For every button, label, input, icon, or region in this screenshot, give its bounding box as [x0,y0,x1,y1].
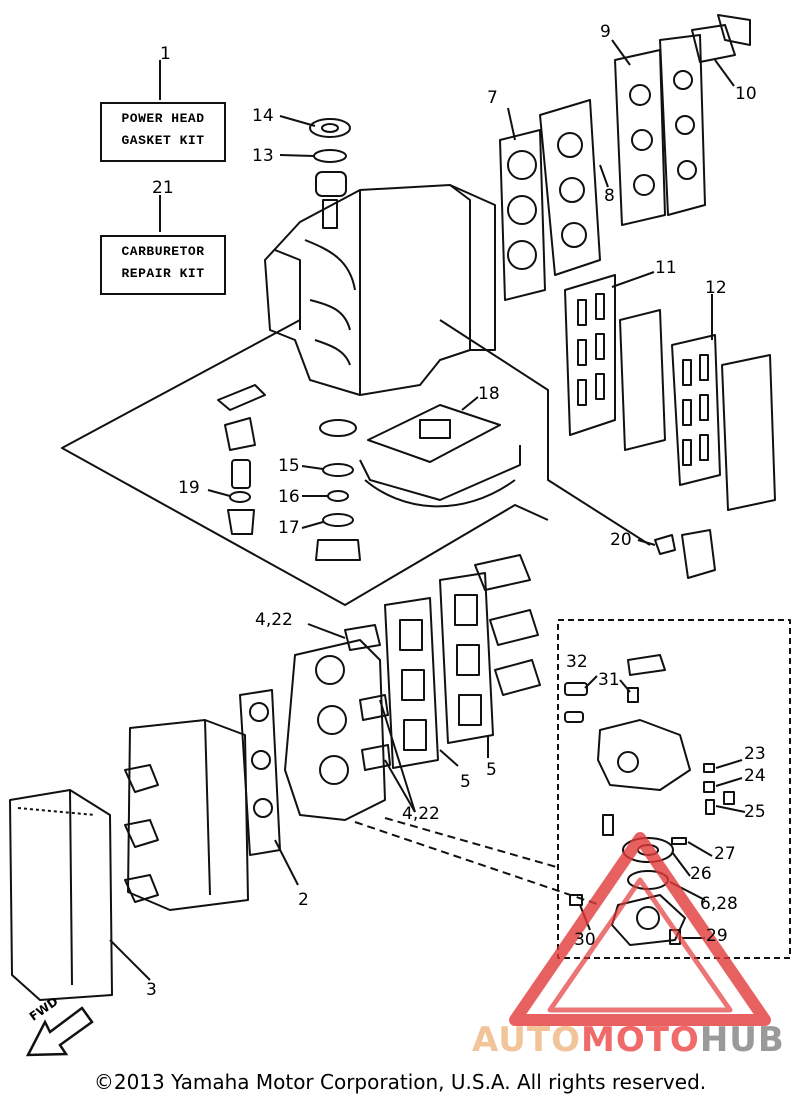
screw-32b [564,711,584,723]
seal-15 [322,463,354,477]
copyright-notice: ©2013 Yamaha Motor Corporation, U.S.A. A… [93,1070,707,1094]
callout-8: 8 [604,186,615,206]
intake-silencer [124,719,249,911]
kit-line1: POWER HEAD [121,111,205,126]
thermostat-cover-10 [691,24,736,63]
head-cover-9b [659,34,706,216]
bracket [217,384,266,411]
fuel-pump-gasket-20 [654,534,676,555]
kit-line2: REPAIR KIT [121,266,205,281]
needle-23 [703,763,715,773]
powerhead-block [264,171,496,396]
fuel-pump [681,529,716,579]
watermark-part3: HUB [699,1020,785,1060]
callout-20: 20 [610,530,632,550]
callout-18: 18 [478,384,500,404]
base-gasket-18 [359,404,521,508]
exhaust-inner-plate [619,309,666,451]
oil-seal-housing [315,539,361,561]
cylinder-head-8 [539,99,601,276]
oring-13 [313,149,347,163]
cap-19 [227,509,255,535]
exhaust-gasket-12 [671,334,721,486]
kit-number-21: 21 [152,178,174,198]
callout-19: 19 [178,478,200,498]
callout-23: 23 [744,744,766,764]
seal-16 [327,490,349,502]
carburetor-body [597,719,691,791]
callout-26: 26 [690,864,712,884]
reed-valve-gasket-5b [439,572,494,744]
carburetor-dashed-box [557,619,791,959]
oring-19 [229,491,251,503]
callout-4-22-top: 4,22 [255,610,293,630]
callout-13: 13 [252,146,274,166]
float-chamber-cap [627,654,666,676]
bearing-14 [309,118,351,138]
pilot-jet-31 [627,687,639,703]
jet-32 [564,682,588,696]
callout-6-28: 6,28 [700,894,738,914]
callout-12: 12 [705,278,727,298]
kit-line2: GASKET KIT [121,133,205,148]
callout-27: 27 [714,844,736,864]
carburetor-repair-kit-box: CARBURETOR REPAIR KIT [100,235,226,295]
bolt-30 [569,894,583,906]
group-outline-powerhead [61,319,549,606]
gasket-23b [723,791,735,805]
callout-3: 3 [146,980,157,1000]
callout-7: 7 [487,88,498,108]
callout-29: 29 [706,926,728,946]
kit-line1: CARBURETOR [121,244,205,259]
watermark-logo-triangle [509,832,771,1026]
filter-19 [231,459,251,489]
callout-9: 9 [600,22,611,42]
insulator-26 [622,837,674,863]
callout-17: 17 [278,518,300,538]
head-cover-gasket-9 [614,49,666,226]
callout-31: 31 [598,670,620,690]
power-head-gasket-kit-box: POWER HEAD GASKET KIT [100,102,226,162]
anode [224,417,256,451]
watermark-part1: AUTO [472,1020,581,1060]
callout-11: 11 [655,258,677,278]
intake-manifold [284,624,391,821]
holder-plate [611,894,686,946]
reed-valves [474,554,541,696]
carb-leader-dashed [354,821,601,906]
silencer-cover-3 [9,789,113,1001]
watermark-text: AUTOMOTOHUB [472,1020,785,1060]
callout-30: 30 [574,930,596,950]
callout-32: 32 [566,652,588,672]
reed-valve-gasket-5a [384,597,439,769]
callout-25: 25 [744,802,766,822]
kit-number-1: 1 [160,44,171,64]
callout-4-22-bottom: 4,22 [402,804,440,824]
callout-2: 2 [298,890,309,910]
screw-25 [705,799,715,815]
exhaust-cover [721,354,776,511]
callout-10: 10 [735,84,757,104]
callout-5-left: 5 [460,772,471,792]
callout-24: 24 [744,766,766,786]
group-outline-reed [439,319,651,546]
exhaust-gasket-11 [564,274,616,436]
fwd-arrow-icon [25,1006,94,1057]
callout-16: 16 [278,487,300,507]
callout-14: 14 [252,106,274,126]
watermark-part2: MOTO [580,1020,700,1060]
callout-15: 15 [278,456,300,476]
oil-seal-top [319,419,357,437]
cylinder-head-gasket-7 [499,129,546,301]
callout-5-right: 5 [486,760,497,780]
oring-17 [322,513,354,527]
pin-27 [671,837,687,845]
plug-24 [703,781,715,793]
